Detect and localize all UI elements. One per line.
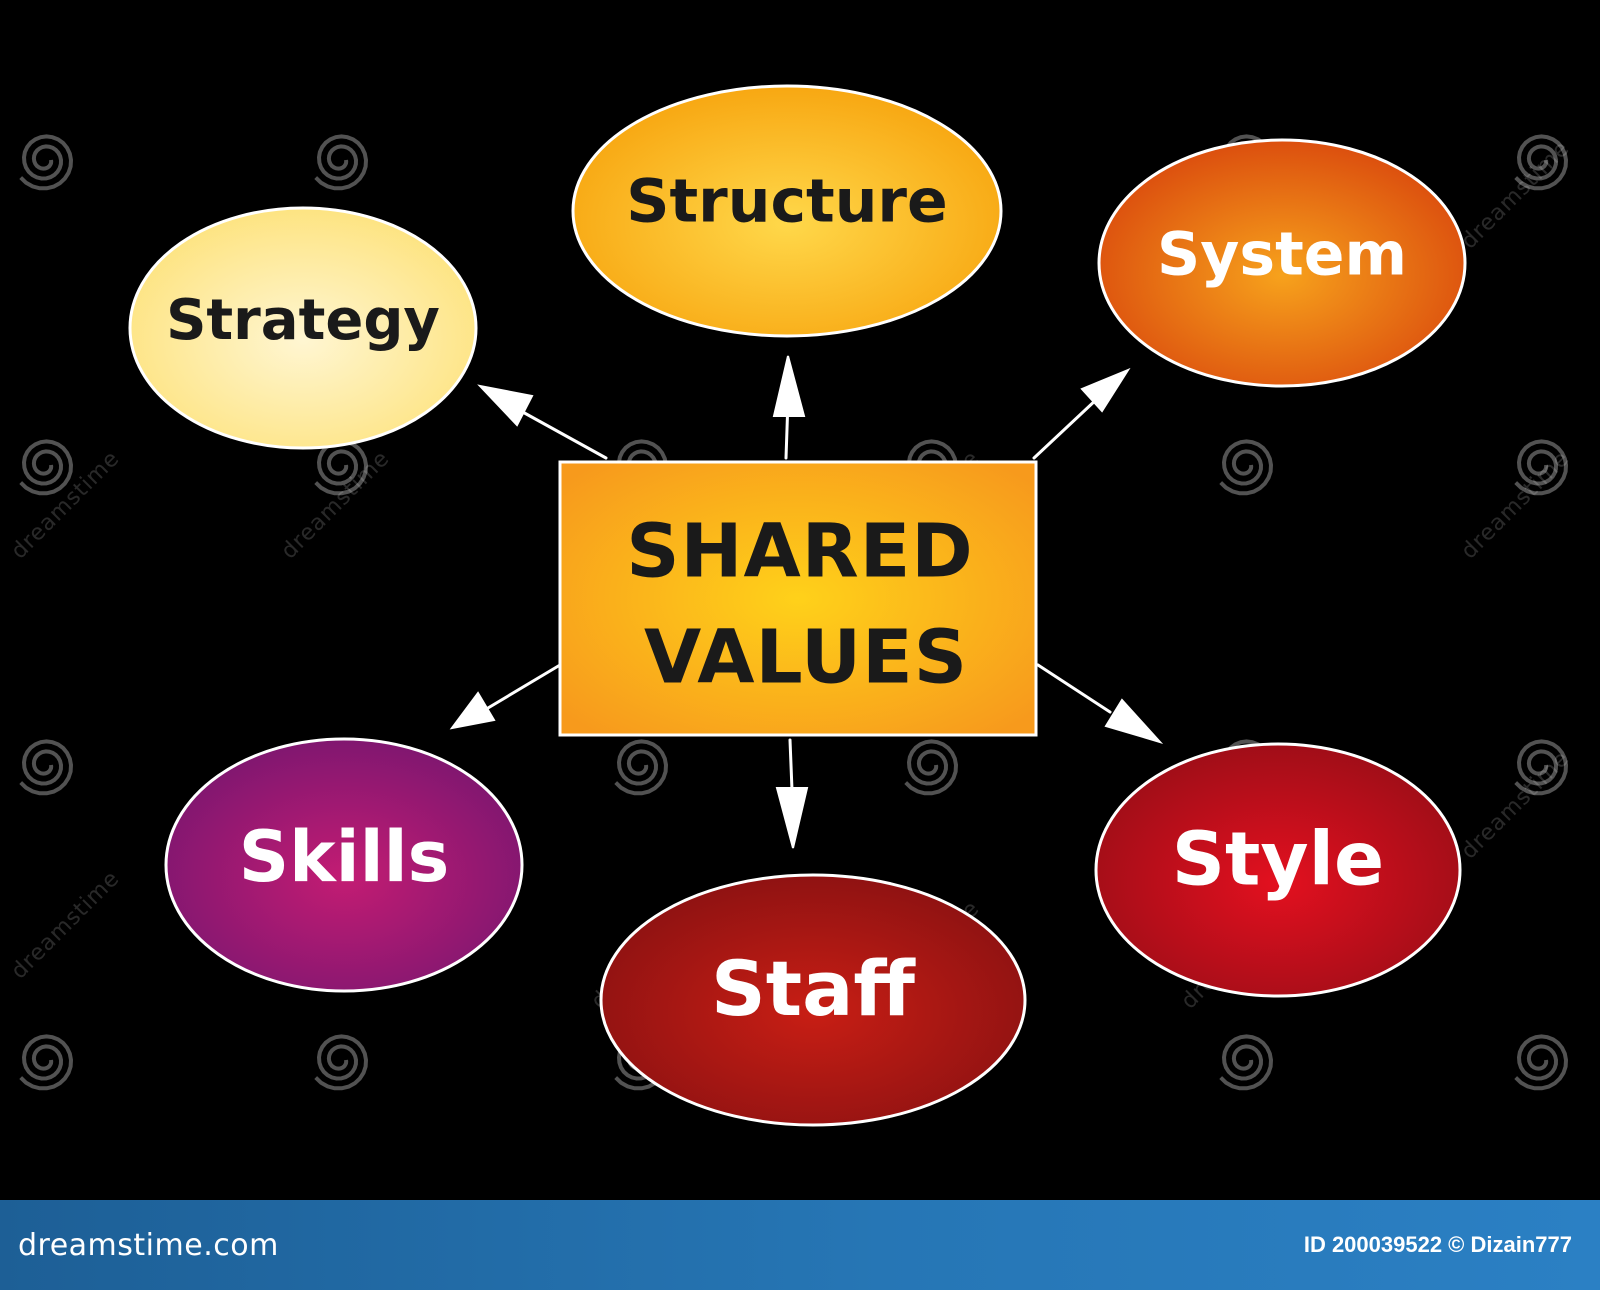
arrow-to-system — [1032, 367, 1131, 460]
node-staff: Staff — [599, 873, 1027, 1127]
watermark-spiral-icon — [314, 134, 369, 191]
node-staff-label: Staff — [711, 944, 916, 1033]
watermark-text: dreamstime — [1457, 446, 1575, 564]
watermark-text: dreamstime — [7, 866, 125, 984]
watermark-spiral-icon — [1219, 1034, 1274, 1091]
footer-credit: ID 200039522 © Dizain777 — [1303, 1232, 1572, 1257]
node-style: Style — [1094, 742, 1462, 998]
watermark-spiral-icon — [19, 1034, 74, 1091]
node-skills: Skills — [164, 737, 524, 993]
node-structure-label: Structure — [626, 167, 947, 237]
node-style-label: Style — [1172, 817, 1384, 903]
footer-bar: dreamstime.com ID 200039522 © Dizain777 — [0, 1200, 1600, 1290]
watermark-spiral-icon — [904, 739, 959, 796]
node-system: System — [1097, 138, 1467, 388]
watermark-spiral-icon — [1514, 134, 1569, 191]
watermark-spiral-icon — [314, 439, 369, 496]
watermark-spiral-icon — [614, 739, 669, 796]
mind-map-diagram: dreamstime dreamstime dreamstime dreamstime… — [7, 84, 1575, 1127]
node-skills-label: Skills — [239, 816, 450, 898]
arrow-to-skills — [449, 663, 562, 730]
node-structure: Structure — [571, 84, 1003, 338]
watermark-spiral-icon — [314, 1034, 369, 1091]
arrow-to-style — [1036, 663, 1164, 744]
footer-brand[interactable]: dreamstime.com — [18, 1227, 279, 1263]
watermark-text: dreamstime — [1457, 136, 1575, 254]
node-strategy: Strategy — [128, 206, 478, 450]
arrow-to-staff — [775, 738, 809, 849]
watermark-spiral-icon — [19, 439, 74, 496]
watermark-spiral-icon — [1219, 439, 1274, 496]
watermark-spiral-icon — [1514, 439, 1569, 496]
watermark-spiral-icon — [19, 739, 74, 796]
center-node: SHARED VALUES — [558, 460, 1038, 737]
watermark-text: dreamstime — [1457, 746, 1575, 864]
arrow-to-structure — [772, 355, 806, 460]
center-line-1: SHARED — [626, 509, 973, 595]
watermark-spiral-icon — [1514, 739, 1569, 796]
arrow-to-strategy — [477, 384, 608, 460]
diagram-canvas: dreamstime dreamstime dreamstime dreamstime… — [6, 84, 1575, 1127]
center-line-2: VALUES — [644, 615, 968, 701]
watermark-spiral-icon — [1514, 1034, 1569, 1091]
node-system-label: System — [1157, 220, 1407, 290]
watermark-spiral-icon — [19, 134, 74, 191]
connector-layer — [449, 355, 1164, 849]
node-strategy-label: Strategy — [166, 288, 440, 353]
watermark-text: dreamstime — [277, 446, 395, 564]
